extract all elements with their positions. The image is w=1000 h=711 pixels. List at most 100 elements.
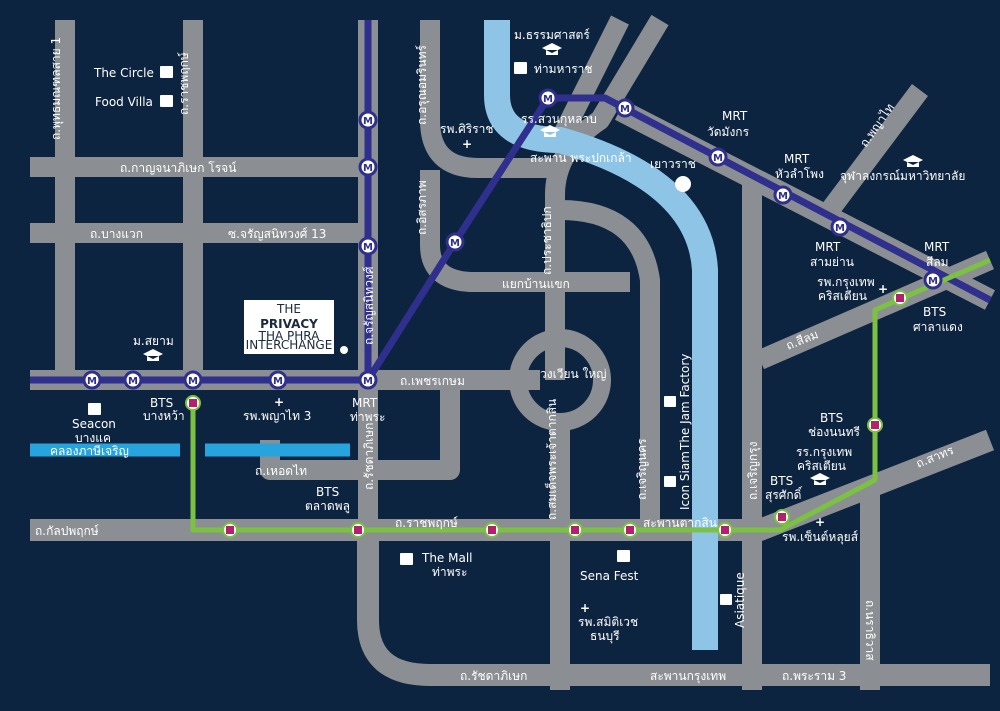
mrt-station-icon: M [268, 370, 288, 390]
label-kanlapaphruek: ถ.กัลปพฤกษ์ [35, 524, 99, 538]
svg-text:M: M [713, 153, 723, 164]
label-seacon-bangkae: บางแค [75, 431, 111, 445]
label-somdet-chao-phraya: ถ.สมเด็จพระเจ้าตากสิน [544, 399, 559, 520]
label-mrt-silom: MRT [924, 240, 950, 254]
label-chula: จุฬาลงกรณ์มหาวิทยาลัย [840, 169, 965, 184]
svg-text:M: M [273, 376, 283, 387]
label-bts-bang-wa: BTS [150, 396, 173, 410]
label-bts-sala-daeng: BTS [923, 305, 946, 319]
shopping-bag-icon [664, 476, 676, 487]
graduation-cap-icon [903, 155, 923, 167]
label-bangkok-christian-school-2: คริสเตียน [797, 459, 846, 473]
bts-station-icon [350, 522, 366, 538]
project-marker: THE PRIVACY THA PHRA INTERCHANGE [244, 300, 348, 354]
svg-text:M: M [928, 276, 938, 287]
label-bangkok-christian-school: รร.กรุงเทพ [796, 445, 852, 460]
mrt-station-silom: M [923, 270, 943, 290]
label-mrt-hua-lamphong: MRT [784, 152, 810, 166]
label-bangkok-christian-hospital: รพ.กรุงเทพ [817, 275, 875, 290]
graduation-cap-icon [540, 125, 560, 137]
label-kanchanaphisek: ถ.กาญจนาภิเษก โรจน์ [120, 161, 237, 175]
shopping-bag-icon [160, 95, 173, 107]
svg-text:M: M [87, 376, 97, 387]
project-name-line2: PRIVACY [260, 317, 318, 331]
label-bridge-taksin: สะพานตากสิน [643, 516, 717, 530]
label-siriraj: รพ.ศิริราช [440, 122, 494, 136]
label-seacon: Seacon [72, 417, 116, 431]
label-ratchadaphisek-h: ถ.รัชดาภิเษก [460, 669, 527, 683]
bts-station-icon [222, 522, 238, 538]
label-siam-university: ม.สยาม [133, 334, 174, 348]
label-bts-talat-phlu: BTS [316, 485, 339, 499]
svg-text:M: M [363, 376, 373, 387]
label-suankularb: รร.สวนกุหลาบ [521, 112, 597, 127]
label-icon-siam: Icon Siam [678, 451, 692, 510]
road-to-bridge [551, 15, 629, 145]
label-bts-sala-daeng-name: ศาลาแดง [913, 320, 963, 334]
label-mrt-sam-yan: MRT [815, 240, 841, 254]
mrt-station-icon: M [183, 370, 203, 390]
mrt-station-wat-mangkon: M [708, 147, 728, 167]
label-tha-maharaj: ท่ามหาราช [534, 62, 593, 76]
shopping-bag-icon [88, 403, 101, 415]
mrt-station-tha-phra: M [358, 370, 378, 390]
hospital-cross-icon: + [274, 395, 284, 409]
svg-text:M: M [450, 238, 460, 249]
svg-text:M: M [363, 242, 373, 253]
mrt-station-sam-yan: M [830, 217, 850, 237]
bts-station-icon [717, 522, 733, 538]
label-yaek-ban-khaek: แยกบ้านแขก [502, 277, 570, 291]
label-bridge-krungthep: สะพานกรุงเทพ [650, 669, 726, 684]
bts-station-icon [484, 522, 500, 538]
label-bts-surasak-name: สุรศักดิ์ [765, 486, 803, 503]
label-thammasat: ม.ธรรมศาสตร์ [514, 28, 590, 42]
graduation-cap-icon [143, 349, 163, 361]
label-phetkasem: ถ.เพชรเกษม [400, 374, 465, 388]
label-itsaraphap: ถ.อิสรภาพ [415, 180, 429, 235]
bts-station-icon [774, 509, 790, 525]
label-arun-amarin: ถ.อรุณอมรินทร์ [415, 44, 430, 125]
label-samitivej: รพ.สมิติเวช [578, 615, 638, 629]
svg-text:M: M [363, 116, 373, 127]
label-rama3: ถ.พระราม 3 [782, 669, 846, 683]
label-bts-talat-phlu-name: ตลาดพลู [305, 499, 350, 514]
hospital-cross-icon: + [462, 137, 472, 151]
hospital-cross-icon: + [815, 515, 825, 529]
label-charoen-nakhon: ถ.เจริญนคร [635, 438, 649, 500]
project-name-line4: INTERCHANGE [246, 338, 333, 352]
label-bts-bang-wa-name: บางหว้า [143, 409, 185, 423]
label-food-villa: Food Villa [95, 95, 153, 109]
bts-station-icon [185, 395, 201, 411]
mrt-stations: M M M M M M M M M M M M M M M [82, 88, 943, 390]
dining-icon [675, 176, 691, 192]
mrt-station-icon: M [358, 110, 378, 130]
mrt-station-icon: M [82, 370, 102, 390]
mrt-station-hua-lamphong: M [773, 185, 793, 205]
label-bts-chong-nonsi: BTS [820, 411, 843, 425]
shopping-bag-icon [617, 550, 630, 562]
label-mrt-tha-phra: MRT [352, 396, 378, 410]
svg-text:M: M [363, 163, 373, 174]
svg-text:M: M [128, 376, 138, 387]
project-name-line1: THE [276, 302, 301, 316]
label-jam-factory: The Jam Factory [678, 354, 692, 451]
bts-station-icon [567, 522, 583, 538]
label-mrt-sam-yan-name: สามย่าน [810, 255, 854, 269]
mrt-station-icon: M [538, 88, 558, 108]
label-samitivej-thonburi: ธนบุรี [590, 629, 620, 644]
graduation-cap-icon [810, 473, 830, 485]
label-mrt-wat-mangkon-name: วัดมังกร [707, 125, 750, 139]
label-the-circle: The Circle [93, 66, 154, 80]
bts-silom-line [190, 257, 991, 533]
label-phutthamonthon: ถ.พุทธมณฑลสาย 1 [49, 37, 64, 140]
label-mrt-hua-lamphong-name: หัวลำโพง [775, 167, 824, 181]
bts-station-icon [867, 417, 883, 433]
road-charoen-nakhon-curve [559, 200, 660, 520]
svg-text:M: M [543, 94, 553, 105]
label-ratchaphruek-h: ถ.ราชพฤกษ์ [395, 516, 458, 530]
shopping-bag-icon [514, 62, 527, 74]
road-phaya-thai [822, 84, 928, 216]
bts-station-icon [622, 522, 638, 538]
label-ratchaphruek: ถ.ราชพฤกษ์ [177, 52, 191, 115]
